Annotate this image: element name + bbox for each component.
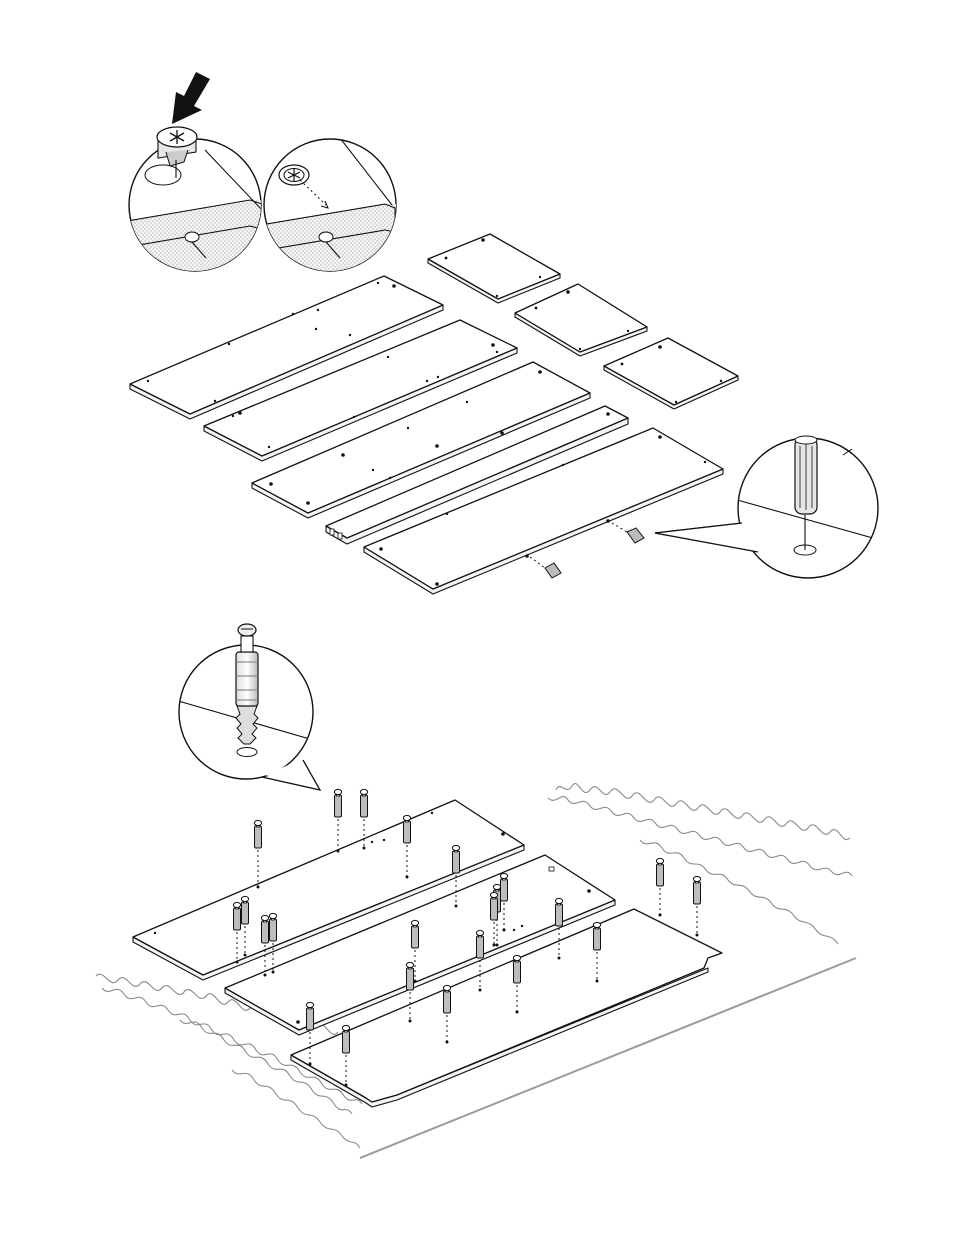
wood-dowel-icon [612, 523, 644, 543]
cam-bolt-icon [656, 858, 663, 916]
cam-bolt-icon [693, 876, 700, 936]
cam-lock-detail-b [255, 138, 400, 290]
cam-bolt-icon [236, 624, 258, 744]
wood-dowel-icon [530, 557, 561, 578]
square-panel-1 [428, 234, 560, 303]
cam-lock-icon [279, 165, 309, 185]
step-insert-cam-bolts [96, 624, 856, 1158]
cam-lock-detail-a [110, 127, 265, 290]
cam-bolt-icon [334, 789, 341, 852]
cam-bolt-icon [254, 820, 261, 888]
cam-bolt-detail-callout [175, 624, 320, 790]
step-insert-cam-locks [110, 72, 738, 594]
wood-dowel-icon [795, 436, 817, 514]
square-panel-2 [515, 284, 647, 356]
square-panel-3 [604, 338, 738, 409]
down-arrow-icon [172, 72, 210, 124]
